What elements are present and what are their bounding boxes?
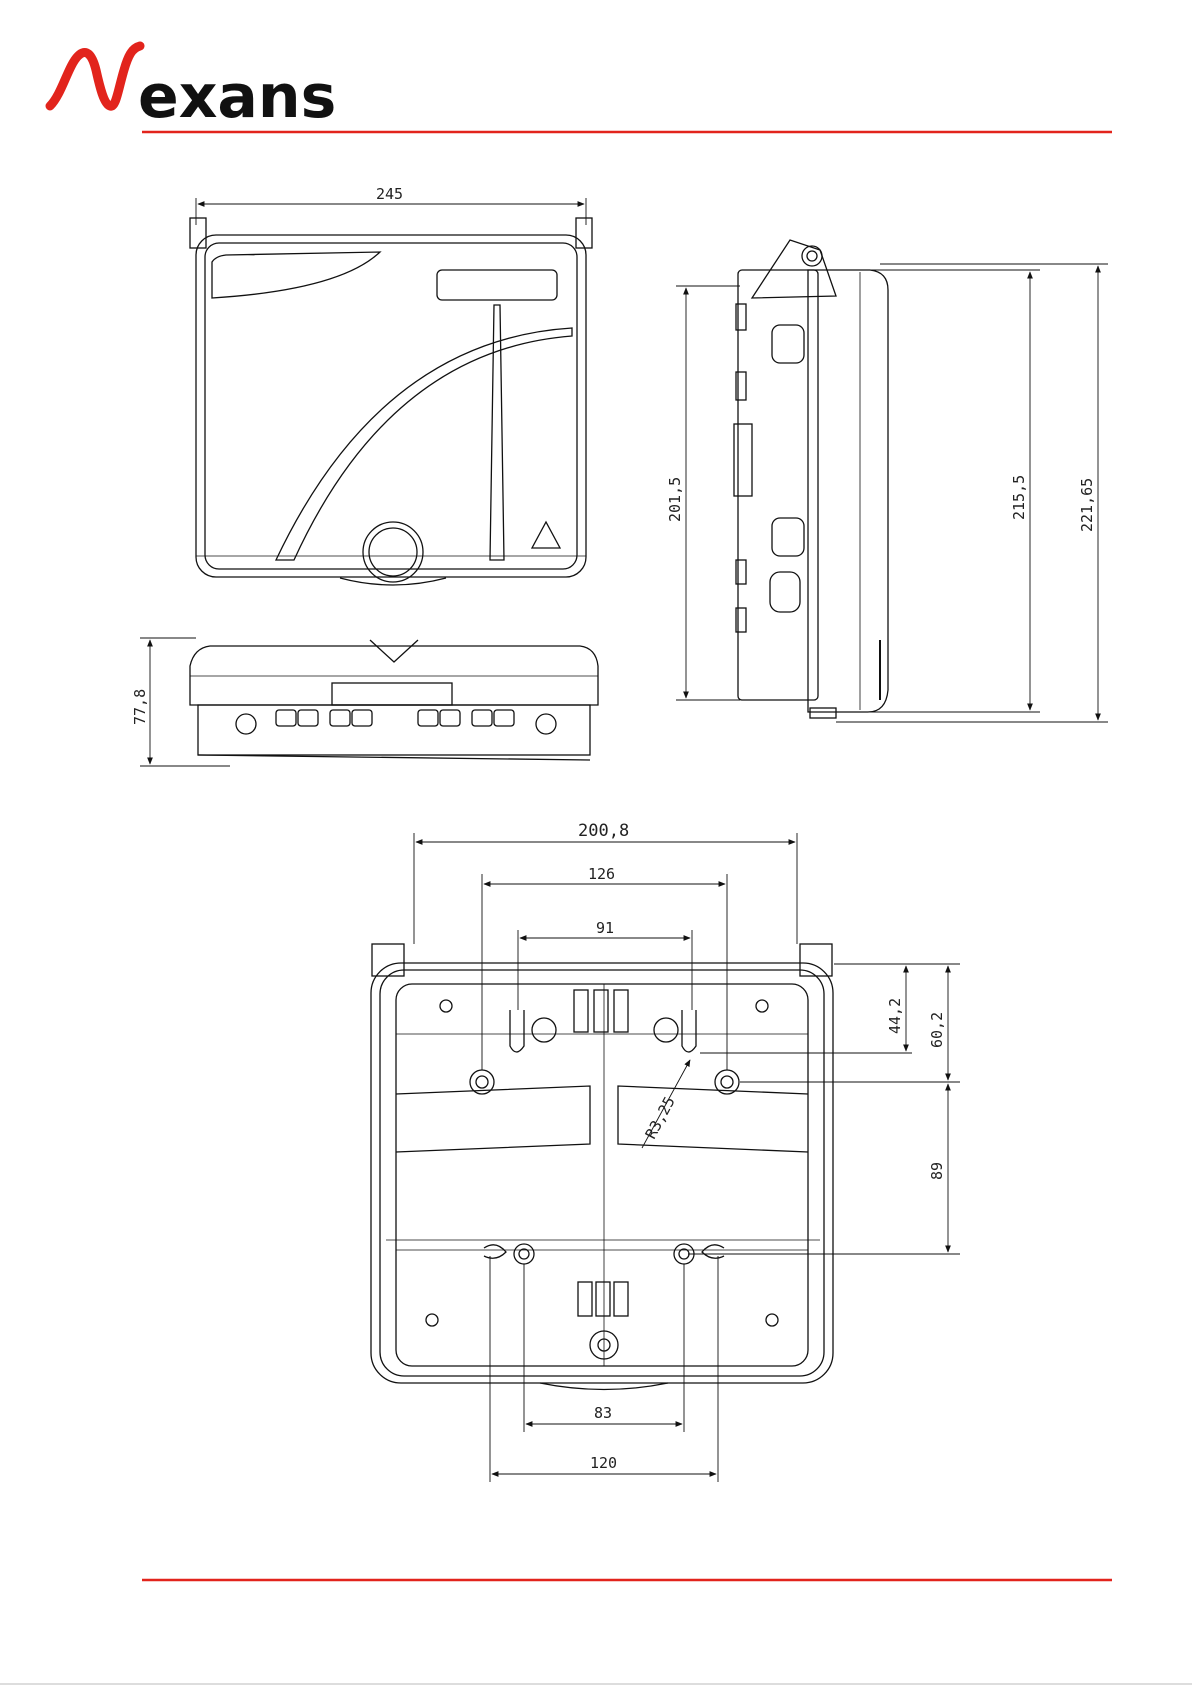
dim-91: 91 [596, 919, 614, 937]
dim-83: 83 [594, 1404, 612, 1422]
dim-44-2: 44,2 [886, 998, 904, 1034]
dim-89: 89 [928, 1162, 946, 1180]
front-view [190, 218, 592, 585]
dim-221-65: 221,65 [1078, 478, 1096, 532]
radius-label: R3,25 [642, 1094, 679, 1142]
bottom-height-dimension: 77,8 [131, 638, 230, 766]
dim-126: 126 [588, 865, 615, 883]
nexans-logo: exans [50, 46, 336, 132]
logo-n-swoosh-icon [50, 46, 140, 106]
dim-200-8: 200,8 [578, 821, 629, 841]
back-dimension-labels: 200,8 126 91 44,2 60,2 89 R3,25 83 120 [578, 821, 946, 1472]
dim-60-2: 60,2 [928, 1012, 946, 1048]
logo-text: exans [138, 62, 336, 132]
dim-77-8: 77,8 [131, 689, 149, 725]
back-view [371, 944, 833, 1390]
side-dimensions: 201,5 215,5 221,65 [666, 264, 1108, 722]
side-view [734, 240, 888, 718]
dim-120: 120 [590, 1454, 617, 1472]
back-dimensions [414, 833, 960, 1482]
dim-245: 245 [376, 185, 403, 203]
dim-215-5: 215,5 [1010, 475, 1028, 520]
bottom-view [190, 640, 598, 760]
front-width-dimension: 245 [196, 185, 586, 225]
dim-201-5: 201,5 [666, 477, 684, 522]
